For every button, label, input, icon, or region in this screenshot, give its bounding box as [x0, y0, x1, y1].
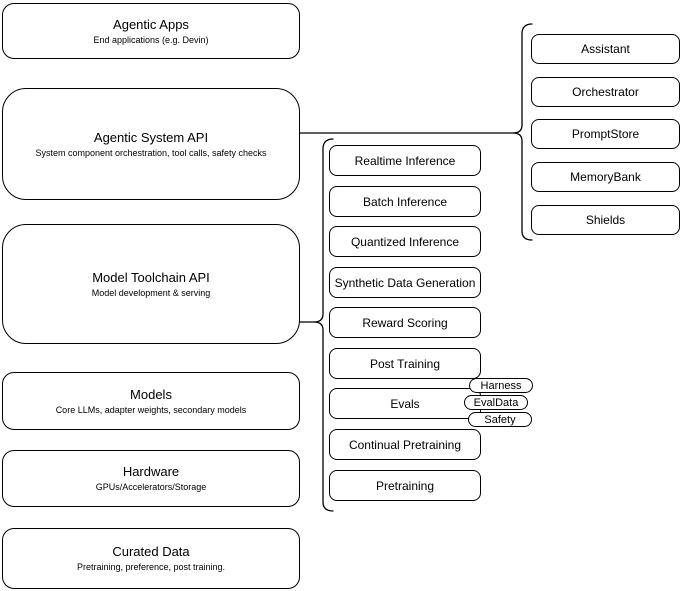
components-curly-brace-icon — [512, 23, 533, 241]
layer-title: Hardware — [122, 464, 180, 479]
layer-subtitle: Model development & serving — [91, 287, 211, 298]
layer-agentic-system-api: Agentic System API System component orch… — [2, 88, 300, 200]
eval-tag-safety: Safety — [468, 412, 532, 427]
system-component-orchestrator: Orchestrator — [531, 77, 680, 107]
layer-title: Models — [130, 386, 172, 402]
toolchain-node-reward-scoring: Reward Scoring — [329, 307, 481, 338]
toolchain-node-post-training: Post Training — [329, 348, 481, 379]
layer-models: Models Core LLMs, adapter weights, secon… — [2, 372, 300, 430]
system-component-memorybank: MemoryBank — [531, 162, 680, 192]
system-component-promptstore: PromptStore — [531, 119, 680, 149]
layer-hardware: Hardware GPUs/Accelerators/Storage — [2, 450, 300, 507]
layer-subtitle: System component orchestration, tool cal… — [35, 147, 267, 158]
layer-curated-data: Curated Data Pretraining, preference, po… — [2, 528, 300, 589]
layer-title: Agentic Apps — [113, 16, 189, 32]
system-component-shields: Shields — [531, 205, 680, 235]
system-component-assistant: Assistant — [531, 34, 680, 64]
toolchain-node-synthetic-data-generation: Synthetic Data Generation — [329, 267, 481, 298]
layer-subtitle: End applications (e.g. Devin) — [93, 34, 209, 45]
toolchain-node-realtime-inference: Realtime Inference — [329, 145, 481, 176]
layer-title: Model Toolchain API — [92, 269, 210, 285]
layer-agentic-apps: Agentic Apps End applications (e.g. Devi… — [2, 3, 300, 59]
toolchain-node-evals: Evals — [329, 388, 481, 419]
layer-model-toolchain-api: Model Toolchain API Model development & … — [2, 224, 300, 344]
toolchain-node-pretraining: Pretraining — [329, 470, 481, 501]
layer-subtitle: Pretraining, preference, post training. — [76, 562, 226, 572]
layer-subtitle: GPUs/Accelerators/Storage — [95, 482, 207, 492]
layer-title: Agentic System API — [93, 129, 209, 145]
toolchain-node-continual-pretraining: Continual Pretraining — [329, 429, 481, 460]
layer-subtitle: Core LLMs, adapter weights, secondary mo… — [55, 404, 247, 415]
toolchain-node-batch-inference: Batch Inference — [329, 186, 481, 217]
eval-tag-harness: Harness — [469, 378, 533, 393]
eval-tag-evaldata: EvalData — [464, 395, 528, 410]
toolchain-curly-brace-icon — [313, 138, 334, 512]
toolchain-node-quantized-inference: Quantized Inference — [329, 226, 481, 257]
layer-title: Curated Data — [112, 544, 190, 559]
